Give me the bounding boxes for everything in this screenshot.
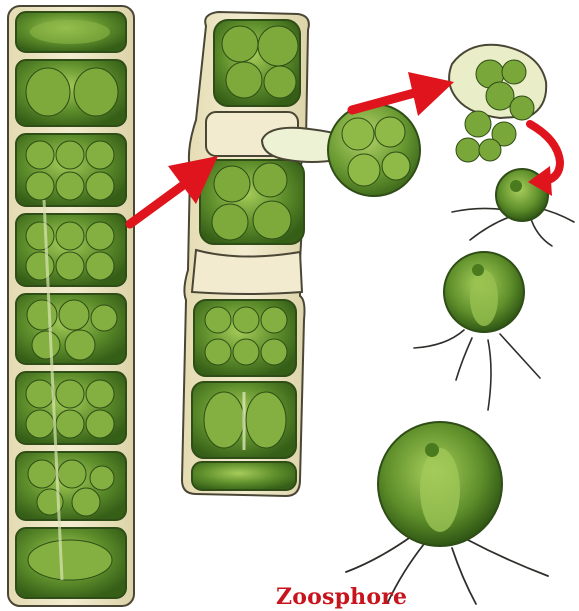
filament-cell [192,382,296,458]
zoospore-medium [414,252,540,410]
filament-cell [200,160,304,244]
filament-cell [214,20,300,106]
zoospore-cluster [449,45,546,162]
filament-cell [16,12,126,52]
filament-cell [16,294,126,364]
middle-filament [182,12,309,496]
arrow-right-icon [352,72,454,116]
left-filament [8,6,134,606]
filament-cell [16,372,126,444]
filament-cell [16,452,126,520]
zoosphore-label: Zoosphore [276,584,407,610]
filament-cell [16,60,126,126]
filament-cell [16,214,126,286]
filament-cell [16,134,126,206]
filament-cell [16,528,126,598]
zoospore-large [346,422,548,604]
filament-cell [194,300,296,376]
